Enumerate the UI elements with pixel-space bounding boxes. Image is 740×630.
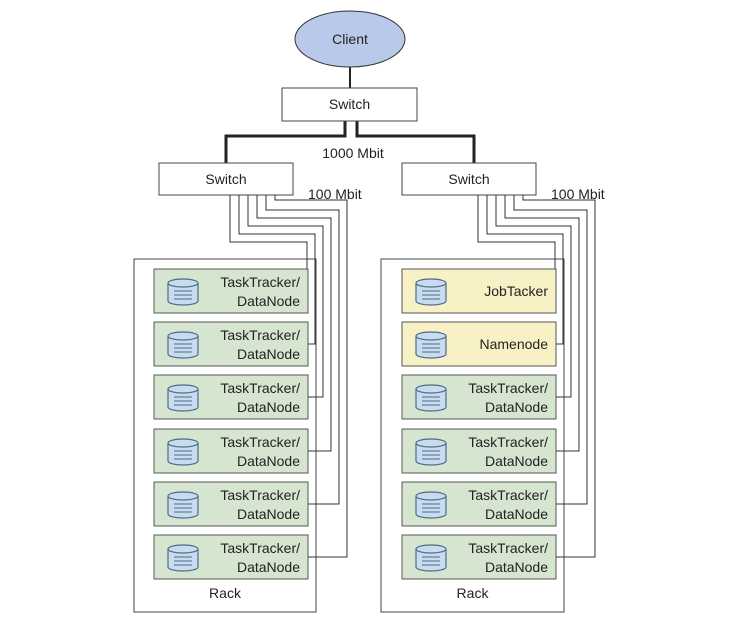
database-icon: [415, 278, 447, 306]
worker-node: TaskTracker/DataNode: [401, 374, 557, 420]
node-role-label: TaskTracker/: [468, 380, 548, 396]
worker-node: TaskTracker/DataNode: [153, 481, 309, 527]
rack-switch: Switch: [158, 162, 294, 196]
node-storage-label: DataNode: [237, 293, 300, 309]
node-role-label: TaskTracker/: [468, 487, 548, 503]
node-role-label: JobTacker: [484, 283, 548, 299]
node-role-label: TaskTracker/: [220, 274, 300, 290]
node-storage-label: DataNode: [237, 453, 300, 469]
database-icon: [167, 438, 199, 466]
node-storage-label: DataNode: [237, 399, 300, 415]
node-storage-label: DataNode: [237, 559, 300, 575]
worker-node: TaskTracker/DataNode: [401, 428, 557, 474]
rack-label: Rack: [209, 585, 242, 601]
node-storage-label: DataNode: [237, 346, 300, 362]
node-role-label: Namenode: [480, 336, 549, 352]
database-icon: [167, 384, 199, 412]
node-role-label: TaskTracker/: [468, 434, 548, 450]
database-icon: [167, 278, 199, 306]
node-role-label: TaskTracker/: [220, 380, 300, 396]
core-link-speed: 1000 Mbit: [322, 145, 384, 161]
node-role-label: TaskTracker/: [468, 540, 548, 556]
core-switch-label: Switch: [329, 96, 370, 112]
client-label: Client: [332, 31, 368, 47]
node-role-label: TaskTracker/: [220, 327, 300, 343]
node-role-label: TaskTracker/: [220, 434, 300, 450]
node-storage-label: DataNode: [485, 453, 548, 469]
database-icon: [415, 544, 447, 572]
worker-node: TaskTracker/DataNode: [153, 534, 309, 580]
worker-node: TaskTracker/DataNode: [401, 534, 557, 580]
node-storage-label: DataNode: [485, 506, 548, 522]
rack-switch: Switch: [401, 162, 537, 196]
database-icon: [415, 491, 447, 519]
database-icon: [415, 331, 447, 359]
rack-switch-label: Switch: [448, 171, 489, 187]
master-node: JobTacker: [401, 268, 557, 314]
client-node: Client: [294, 10, 406, 68]
worker-node: TaskTracker/DataNode: [401, 481, 557, 527]
master-node: Namenode: [401, 321, 557, 367]
core-switch: Switch: [281, 87, 418, 122]
rack-link-speed: 100 Mbit: [308, 186, 362, 202]
database-icon: [167, 331, 199, 359]
node-storage-label: DataNode: [237, 506, 300, 522]
database-icon: [415, 384, 447, 412]
node-storage-label: DataNode: [485, 399, 548, 415]
database-icon: [167, 491, 199, 519]
node-role-label: TaskTracker/: [220, 540, 300, 556]
database-icon: [167, 544, 199, 572]
node-storage-label: DataNode: [485, 559, 548, 575]
rack-switch-label: Switch: [205, 171, 246, 187]
rack-link-speed: 100 Mbit: [551, 186, 605, 202]
rack-label: Rack: [457, 585, 490, 601]
node-role-label: TaskTracker/: [220, 487, 300, 503]
worker-node: TaskTracker/DataNode: [153, 268, 309, 314]
worker-node: TaskTracker/DataNode: [153, 374, 309, 420]
worker-node: TaskTracker/DataNode: [153, 428, 309, 474]
database-icon: [415, 438, 447, 466]
worker-node: TaskTracker/DataNode: [153, 321, 309, 367]
network-wires: [224, 67, 476, 163]
